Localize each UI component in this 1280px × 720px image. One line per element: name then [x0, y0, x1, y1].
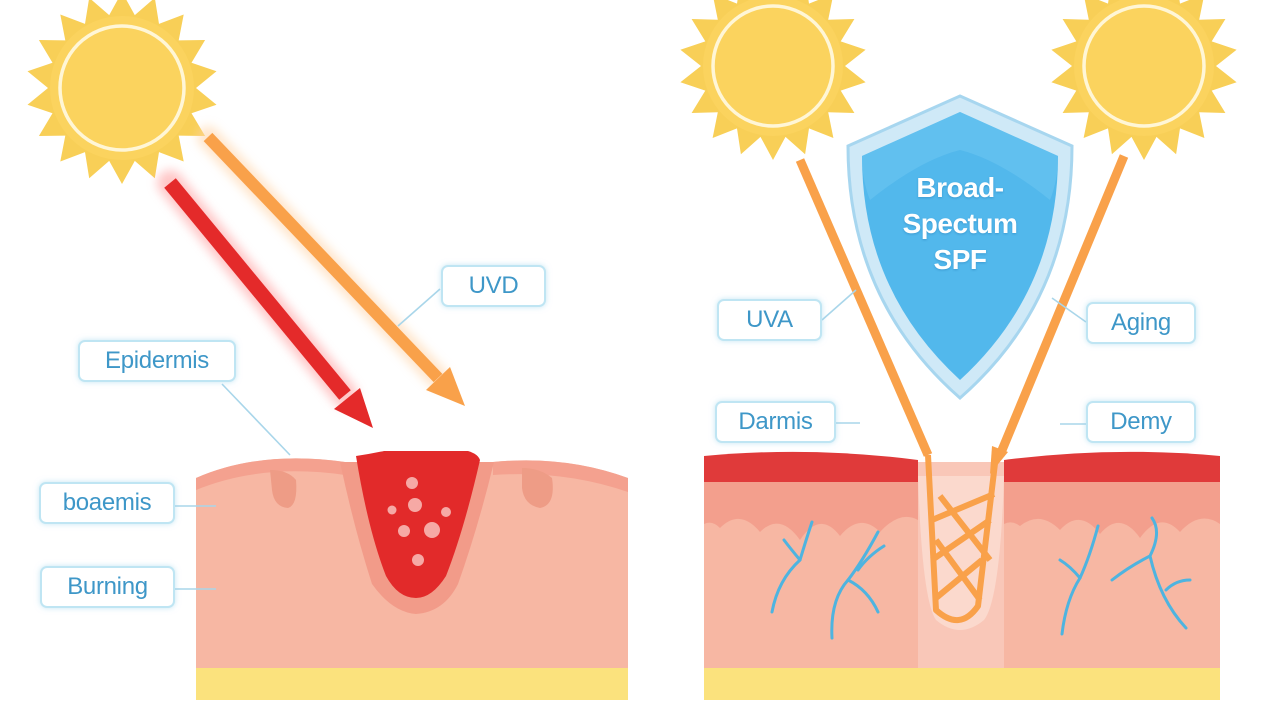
- label-epidermis: Epidermis: [78, 340, 236, 382]
- shield-line-1: Broad-: [916, 172, 1004, 203]
- right-label-connectors: [821, 289, 1087, 425]
- shield-text: Broad- Spectum SPF: [860, 170, 1060, 278]
- uva-ray: [197, 126, 465, 406]
- label-deeper: Demy: [1086, 401, 1196, 443]
- shield-line-2: Spectum: [902, 208, 1018, 239]
- right-sun-left-icon: [680, 0, 866, 160]
- label-dermis: boaemis: [39, 482, 175, 524]
- label-uvb: UVD: [441, 265, 546, 307]
- left-skin-cross-section: [196, 451, 628, 700]
- left-label-connectors: [175, 288, 441, 590]
- label-dermis-right: Darmis: [715, 401, 836, 443]
- label-uva: UVA: [717, 299, 822, 341]
- right-skin-cross-section: [704, 451, 1220, 700]
- label-aging: Aging: [1086, 302, 1196, 344]
- left-sun-icon: [27, 0, 217, 184]
- uvb-ray: [157, 170, 373, 428]
- shield-line-3: SPF: [933, 244, 987, 275]
- right-sun-right-icon: [1051, 0, 1237, 160]
- shield-icon: [846, 94, 1074, 400]
- label-burning: Burning: [40, 566, 175, 608]
